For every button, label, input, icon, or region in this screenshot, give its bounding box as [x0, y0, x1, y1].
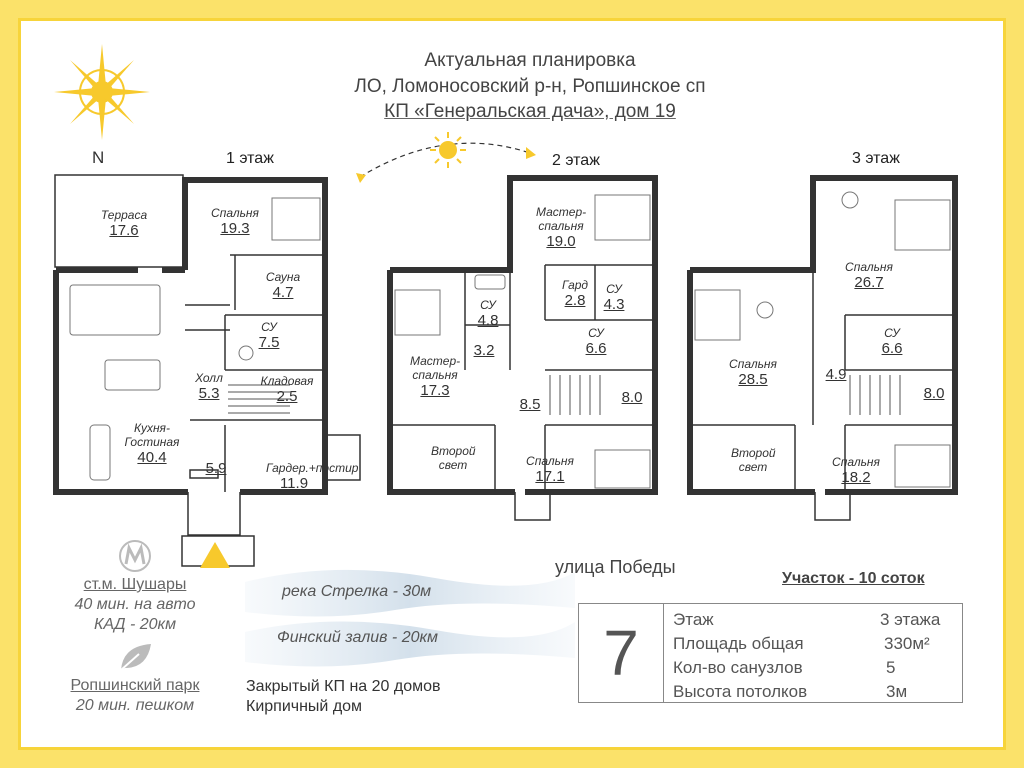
stat-bathrooms-value: 5	[886, 658, 896, 677]
water-waves	[245, 569, 575, 667]
stat-bathrooms-label: Кол-во санузлов	[673, 658, 803, 677]
street-name: улица Победы	[555, 557, 676, 577]
stat-ceiling-value: 3м	[886, 682, 908, 701]
river-distance: река Стрелка - 30м	[282, 583, 432, 600]
house-number: 7	[579, 604, 664, 702]
leaf-icon	[120, 644, 151, 671]
plot-size: Участок - 10 соток	[782, 570, 925, 587]
stat-area-label: Площадь общая	[673, 634, 804, 653]
metro-m-icon	[119, 540, 151, 572]
park-name: Ропшинский парк	[70, 677, 200, 694]
compass-rose-icon	[54, 44, 150, 140]
stat-area-value: 330м²	[884, 634, 930, 653]
header-line-2: ЛО, Ломоносовский р-н, Ропшинское сп	[354, 76, 706, 97]
floor-1-title: 1 этаж	[226, 150, 274, 167]
room-stairs-3: 8.0	[923, 385, 945, 402]
metro-info: ст.м. Шушары 40 мин. на авто КАД - 20км	[40, 575, 230, 635]
metro-name: ст.м. Шушары	[83, 576, 187, 593]
header-line-3: КП «Генеральская дача», дом 19	[384, 101, 676, 122]
header-line-1: Актуальная планировка	[424, 50, 636, 71]
room-corridor-1: 5.9	[205, 460, 227, 477]
room-double-height-3: Второй свет	[731, 446, 776, 474]
floor-2-plan	[387, 175, 658, 521]
kad-distance: КАД - 20км	[93, 616, 177, 633]
sun-icon	[430, 132, 466, 168]
stats-box: 7	[578, 603, 963, 703]
room-hall-3: 4.9	[825, 366, 847, 383]
metro-time: 40 мин. на авто	[74, 596, 196, 613]
stat-floors-label: Этаж	[673, 610, 714, 629]
room-stairs-2: 8.0	[621, 389, 643, 406]
floor-2-title: 2 этаж	[552, 152, 600, 169]
village-note-2: Кирпичный дом	[246, 698, 363, 715]
village-note-1: Закрытый КП на 20 домов	[246, 678, 441, 695]
north-label: N	[92, 148, 105, 167]
gulf-distance: Финский залив - 20км	[277, 629, 439, 646]
stat-floors-value: 3 этажа	[880, 610, 941, 629]
stat-ceiling-label: Высота потолков	[673, 682, 808, 701]
page-frame	[18, 18, 1006, 750]
park-time: 20 мин. пешком	[75, 697, 195, 714]
village-notes: Закрытый КП на 20 домов Кирпичный дом	[246, 677, 441, 717]
floor-3-plan	[687, 175, 958, 521]
room-double-height-2: Второй свет	[431, 444, 476, 472]
room-hall-2: 8.5	[519, 396, 541, 413]
park-info: Ропшинский парк 20 мин. пешком	[40, 676, 230, 716]
room-closet-2: 3.2	[473, 342, 495, 359]
floor-1-plan	[53, 174, 361, 568]
floor-3-title: 3 этаж	[852, 150, 900, 167]
